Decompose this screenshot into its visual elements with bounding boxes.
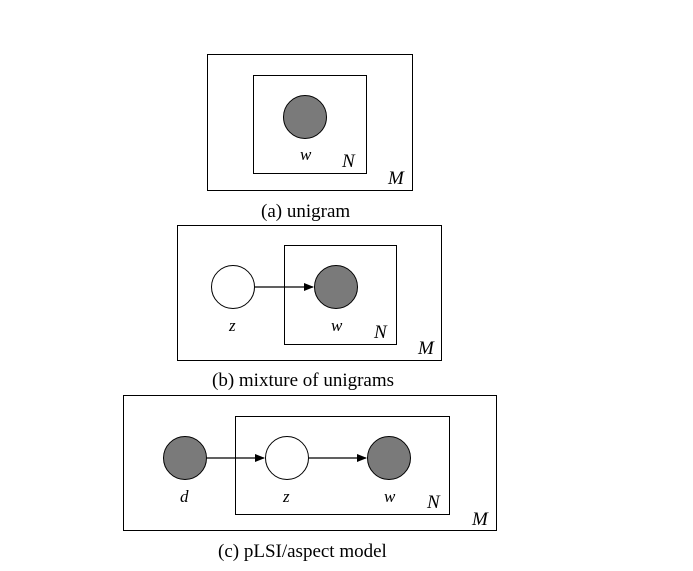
caption-b: (b) mixture of unigrams bbox=[212, 370, 395, 391]
node-w-a bbox=[283, 95, 327, 139]
plate-label-n-b: N bbox=[374, 322, 387, 343]
plate-label-m-a: M bbox=[388, 168, 404, 189]
var-label-w-b: w bbox=[331, 316, 343, 335]
caption-c: (c) pLSI/aspect model bbox=[218, 541, 387, 562]
node-z-c bbox=[265, 436, 309, 480]
plate-outer-a bbox=[207, 54, 413, 191]
plate-label-m-c: M bbox=[472, 509, 488, 530]
var-label-w-c: w bbox=[384, 487, 396, 506]
node-w-b bbox=[314, 265, 358, 309]
node-z-b bbox=[211, 265, 255, 309]
caption-a: (a) unigram bbox=[261, 201, 351, 222]
node-d-c bbox=[163, 436, 207, 480]
plate-outer-c bbox=[123, 395, 497, 531]
var-label-z-b: z bbox=[229, 316, 236, 335]
plate-inner-b bbox=[284, 245, 397, 345]
plate-inner-c bbox=[235, 416, 450, 515]
var-label-z-c: z bbox=[283, 487, 290, 506]
plate-outer-b bbox=[177, 225, 442, 361]
var-label-w-a: w bbox=[300, 145, 312, 164]
plate-label-n-a: N bbox=[342, 151, 355, 172]
var-label-d-c: d bbox=[180, 487, 189, 506]
plate-label-n-c: N bbox=[427, 492, 440, 513]
plate-label-m-b: M bbox=[418, 338, 434, 359]
plate-inner-a bbox=[253, 75, 367, 174]
node-w-c bbox=[367, 436, 411, 480]
